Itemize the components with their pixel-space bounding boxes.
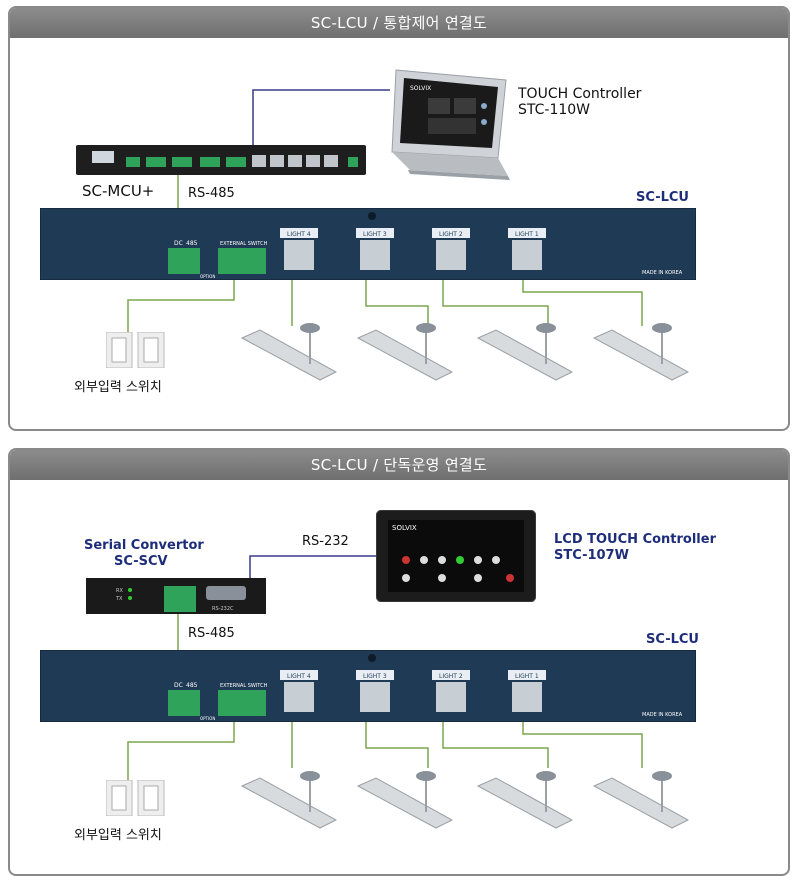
- lcd-controller-label-1: LCD TOUCH Controller: [554, 532, 716, 547]
- ext-switch-label: EXTERNAL SWITCH: [220, 241, 268, 247]
- standalone-operation-panel: SC-LCU / 단독운영 연결도 SOLVIX Serial Converto…: [8, 448, 790, 876]
- option-label: OPTION: [200, 716, 215, 721]
- light-fixture-3: [356, 323, 454, 381]
- light-fixture-4: [240, 771, 338, 829]
- light-fixture-4: [240, 323, 338, 381]
- panel-header: SC-LCU / 단독운영 연결도: [10, 450, 788, 480]
- option-label: OPTION: [200, 274, 215, 279]
- rs485-small-label: 485: [186, 240, 198, 247]
- light-fixture-3: [356, 771, 454, 829]
- light1-label: LIGHT 1: [515, 231, 539, 238]
- integrated-control-panel: SC-LCU / 통합제어 연결도 SOLVIX TOUCH Controlle…: [8, 6, 790, 431]
- light2-label: LIGHT 2: [439, 231, 463, 238]
- light-fixture-1: [592, 771, 690, 829]
- lcu-label: SC-LCU: [646, 632, 699, 647]
- rs485-label: RS-485: [188, 626, 235, 641]
- rs232c-label: RS-232C: [212, 606, 234, 612]
- light-fixture-2: [476, 323, 574, 381]
- rx-label: RX: [116, 588, 123, 594]
- convertor-label-2: SC-SCV: [114, 554, 168, 569]
- dc-label: DC: [174, 682, 183, 689]
- sc-lcu-device: DC 485 EXTERNAL SWITCH OPTION LIGHT 4 LI…: [40, 208, 696, 280]
- touch-controller-stc110w: SOLVIX: [391, 69, 510, 180]
- mcu-label: SC-MCU+: [82, 182, 155, 200]
- rs485-small-label: 485: [186, 682, 198, 689]
- sc-lcu-device: DC 485 EXTERNAL SWITCH OPTION LIGHT 4 LI…: [40, 650, 696, 722]
- light2-label: LIGHT 2: [439, 673, 463, 680]
- touch-controller-label-2: STC-110W: [518, 102, 591, 118]
- touch-brand: SOLVIX: [410, 85, 431, 92]
- panel-header: SC-LCU / 통합제어 연결도: [10, 8, 788, 38]
- sc-mcu-device: [76, 145, 366, 175]
- lcd-touch-controller-stc107w: SOLVIX: [376, 510, 536, 602]
- rs485-label: RS-485: [188, 186, 235, 201]
- ext-switch-label: EXTERNAL SWITCH: [220, 683, 268, 689]
- rs232-label: RS-232: [302, 534, 349, 549]
- lcd-brand: SOLVIX: [392, 524, 417, 532]
- light3-label: LIGHT 3: [363, 231, 387, 238]
- sc-scv-device: RX TX RS-232C: [86, 578, 266, 614]
- lcu-label: SC-LCU: [636, 190, 689, 205]
- dc-label: DC: [174, 240, 183, 247]
- lcd-controller-label-2: STC-107W: [554, 548, 629, 563]
- external-switches: [106, 780, 165, 816]
- switch-label: 외부입력 스위치: [74, 380, 162, 395]
- light-fixture-2: [476, 771, 574, 829]
- switch-label: 외부입력 스위치: [74, 828, 162, 843]
- light-fixture-1: [592, 323, 690, 381]
- light1-label: LIGHT 1: [515, 673, 539, 680]
- light3-label: LIGHT 3: [363, 673, 387, 680]
- touch-controller-label-1: TOUCH Controller: [518, 86, 642, 102]
- light4-label: LIGHT 4: [287, 231, 311, 238]
- external-switches: [106, 332, 165, 368]
- light4-label: LIGHT 4: [287, 673, 311, 680]
- convertor-label-1: Serial Convertor: [84, 538, 204, 553]
- made-in-korea: MADE IN KOREA: [642, 270, 683, 276]
- made-in-korea: MADE IN KOREA: [642, 712, 683, 718]
- tx-label: TX: [115, 596, 123, 602]
